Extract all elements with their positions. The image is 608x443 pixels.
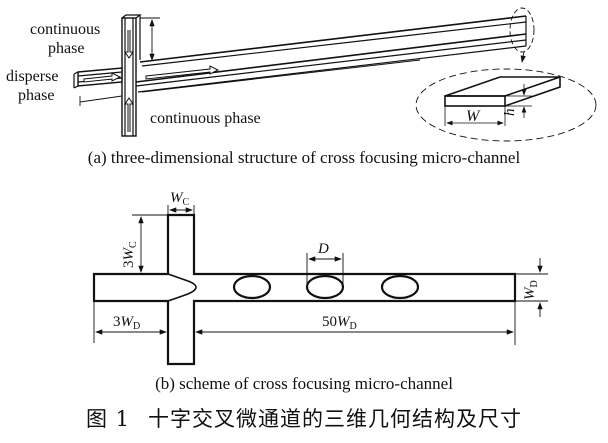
inlet-length-dimension (79, 59, 421, 106)
label-3wd: 3WD (113, 314, 140, 332)
detail-callout-small (509, 7, 535, 53)
detail-callout-large (415, 68, 597, 142)
caption-panel-a: (a) three-dimensional structure of cross… (87, 148, 521, 167)
channel-outline (92, 213, 517, 366)
label-disperse-phase-line2: phase (18, 87, 54, 104)
caption-panel-b: (b) scheme of cross focusing micro-chann… (155, 374, 453, 393)
label-continuous-phase-bottom: continuous phase (150, 110, 261, 127)
panel-b-scheme (92, 205, 548, 366)
label-width-w: W (466, 108, 481, 125)
droplet-3 (380, 274, 420, 300)
label-continuous-phase-top-line2: phase (48, 40, 84, 57)
panel-a-3d-structure (73, 7, 597, 142)
label-3wc: 3WC (121, 241, 139, 268)
label-wc: WC (170, 190, 190, 208)
cross-section-block (444, 76, 561, 126)
droplet-2 (305, 274, 345, 300)
label-wd: WD (522, 280, 540, 300)
figure-title-text: 十字交叉微通道的三维几何结构及尺寸 (148, 407, 523, 431)
label-continuous-phase-top-line1: continuous (30, 21, 100, 38)
flow-arrows (83, 30, 220, 132)
label-50wd: 50WD (322, 314, 357, 332)
label-d: D (317, 241, 329, 257)
outlet-channel-3d (135, 15, 527, 93)
label-disperse-phase-line1: disperse (6, 68, 58, 85)
disperse-phase-finger (167, 273, 197, 302)
vertical-dimension-3d (140, 17, 160, 61)
droplet-1 (232, 274, 272, 300)
figure-number: 图 1 (85, 407, 131, 431)
figure-title: 图 1 十字交叉微通道的三维几何结构及尺寸 (0, 403, 608, 433)
vertical-channel-3d (121, 14, 142, 137)
label-height-h: h (502, 109, 518, 117)
